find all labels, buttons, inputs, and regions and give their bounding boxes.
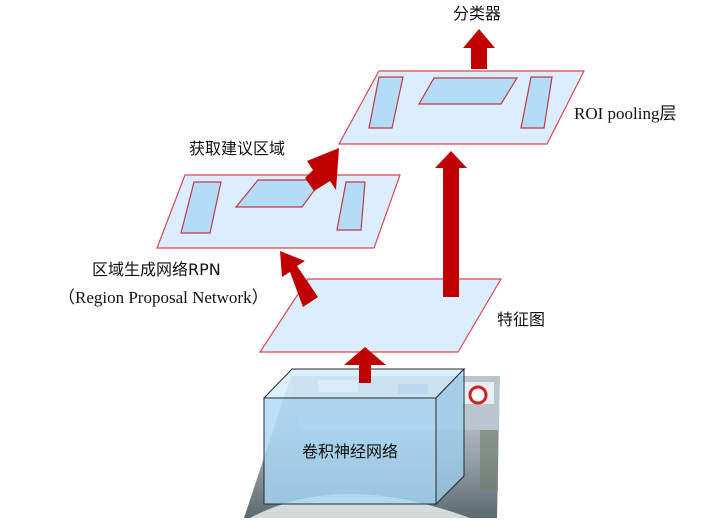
- arrow-roi-to-classifier: [463, 29, 495, 69]
- roi-pooling-plane: [337, 70, 585, 145]
- feature-map-label: 特征图: [497, 310, 545, 329]
- rpn-english-label: （Region Proposal Network）: [58, 288, 269, 307]
- feature-map-plane: [258, 278, 503, 353]
- rpn-proposal-plane: [156, 174, 401, 249]
- proposal-box-left: [180, 181, 222, 234]
- cnn-box: [262, 367, 466, 506]
- cnn-label: 卷积神经网络: [302, 442, 398, 461]
- classifier-label: 分类器: [453, 4, 501, 23]
- roi-box-right: [520, 76, 553, 129]
- roi-box-center: [417, 77, 519, 105]
- arrow-rpn-to-roi: [305, 148, 339, 191]
- arrow-feature-to-roi: [435, 151, 467, 297]
- proposal-box-right: [336, 181, 366, 231]
- rpn-label: 区域生成网络RPN: [92, 260, 221, 279]
- proposals-label: 获取建议区域: [189, 139, 285, 158]
- proposal-box-center: [234, 179, 324, 208]
- arrow-cnn-to-feature: [344, 347, 386, 383]
- arrow-feature-to-rpn: [280, 251, 318, 307]
- roi-box-left: [368, 76, 404, 129]
- roi-pooling-label: ROI pooling层: [574, 104, 676, 123]
